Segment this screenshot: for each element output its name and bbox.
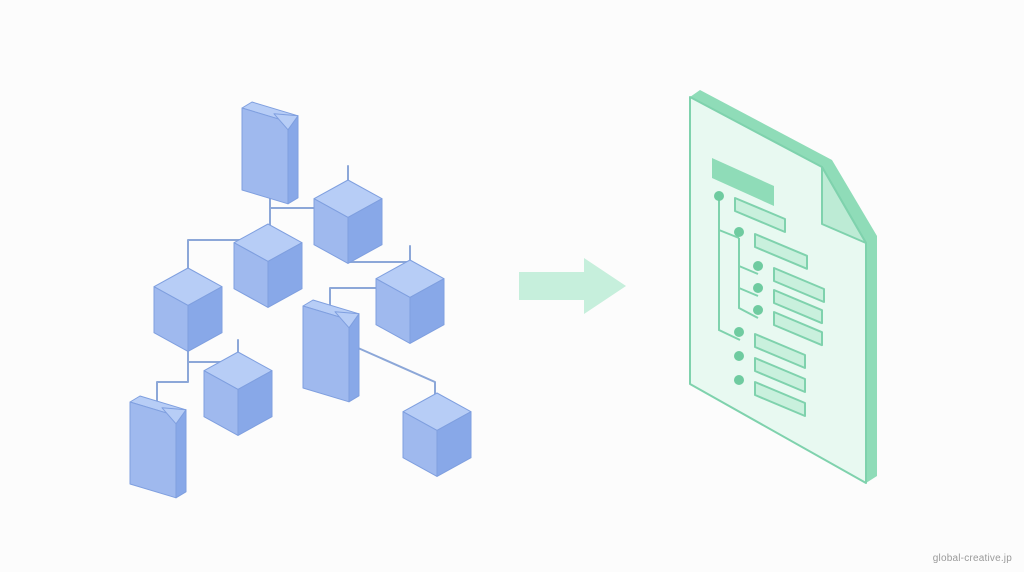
document-face: [689, 96, 867, 484]
outline-row: [773, 289, 823, 325]
outline-bullet: [753, 283, 763, 293]
outline-bullet: [714, 191, 724, 201]
document-node-side: [348, 313, 360, 403]
node-middle-document: [302, 299, 360, 403]
document-node-side: [287, 115, 299, 205]
cube-right: [267, 242, 303, 308]
document-node-fold: [161, 407, 187, 425]
connector-left-leaf: [156, 361, 189, 411]
document-node-fold: [273, 113, 299, 131]
cube-right: [187, 286, 223, 352]
outline-row: [773, 267, 825, 303]
outline-row: [754, 233, 808, 270]
node-cube-1: [313, 179, 383, 264]
cube-right: [436, 411, 472, 477]
outline-bullet: [753, 261, 763, 271]
document-node-side: [175, 409, 187, 499]
cube-right: [237, 370, 273, 436]
node-cube-3: [375, 259, 445, 344]
outline-row: [754, 357, 806, 393]
document-outline-tree-line: [718, 196, 759, 341]
outline-bullet: [734, 375, 744, 385]
outline-bullet: [734, 351, 744, 361]
outline-row: [734, 197, 786, 233]
node-cube-5: [203, 351, 273, 436]
cube-right: [409, 278, 445, 344]
node-root-document: [241, 101, 299, 205]
document-node-fold: [334, 311, 360, 329]
outline-row: [773, 311, 823, 347]
watermark-text: global-creative.jp: [932, 553, 1012, 564]
document-folded-corner: [821, 166, 867, 244]
outline-bullet: [734, 327, 744, 337]
outline-row: [754, 333, 806, 369]
document-outline-rows: [714, 191, 825, 417]
node-leaf-document: [129, 395, 187, 499]
cube-right: [347, 198, 383, 264]
node-cube-6: [402, 392, 472, 477]
arrow-right-icon: [519, 258, 626, 314]
outline-row: [754, 381, 806, 417]
node-cube-2: [233, 223, 303, 308]
outline-document-icon: [689, 90, 877, 484]
outline-bullet: [753, 305, 763, 315]
document-header-bar: [712, 158, 774, 206]
tree-nodes: [129, 101, 472, 499]
node-cube-4: [153, 267, 223, 352]
outline-bullet: [734, 227, 744, 237]
